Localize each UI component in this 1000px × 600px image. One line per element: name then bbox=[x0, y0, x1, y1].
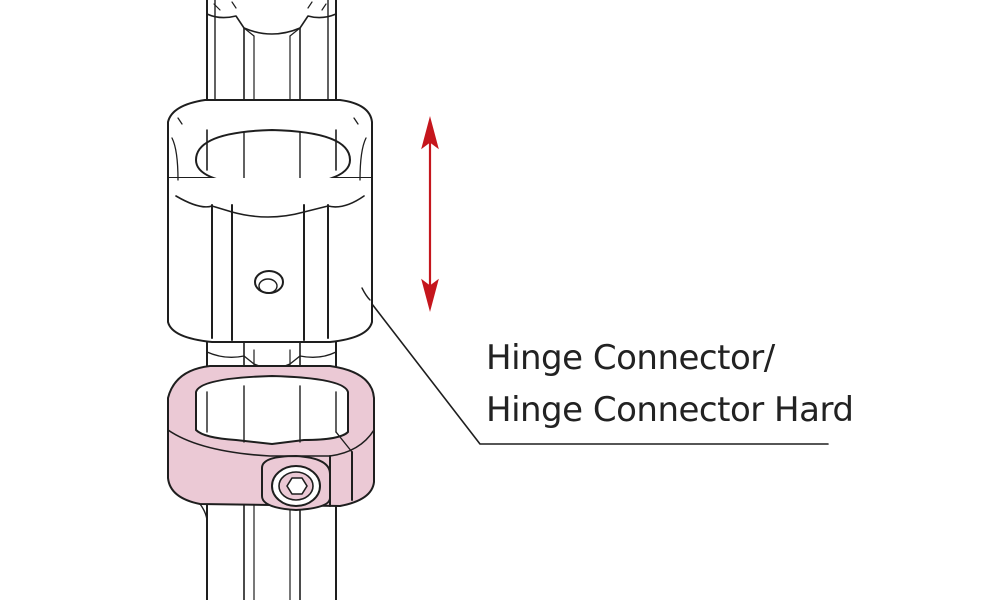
part-label-line-1: Hinge Connector/ bbox=[486, 338, 775, 378]
vertical-motion-arrow bbox=[421, 116, 439, 312]
clamp-ring bbox=[167, 365, 375, 521]
part-label-line-2: Hinge Connector Hard bbox=[486, 390, 854, 430]
hinge-connector-sleeve bbox=[167, 99, 373, 343]
callout-leader-line bbox=[371, 303, 829, 445]
part-label: Hinge Connector/ Hinge Connector Hard bbox=[486, 332, 854, 436]
